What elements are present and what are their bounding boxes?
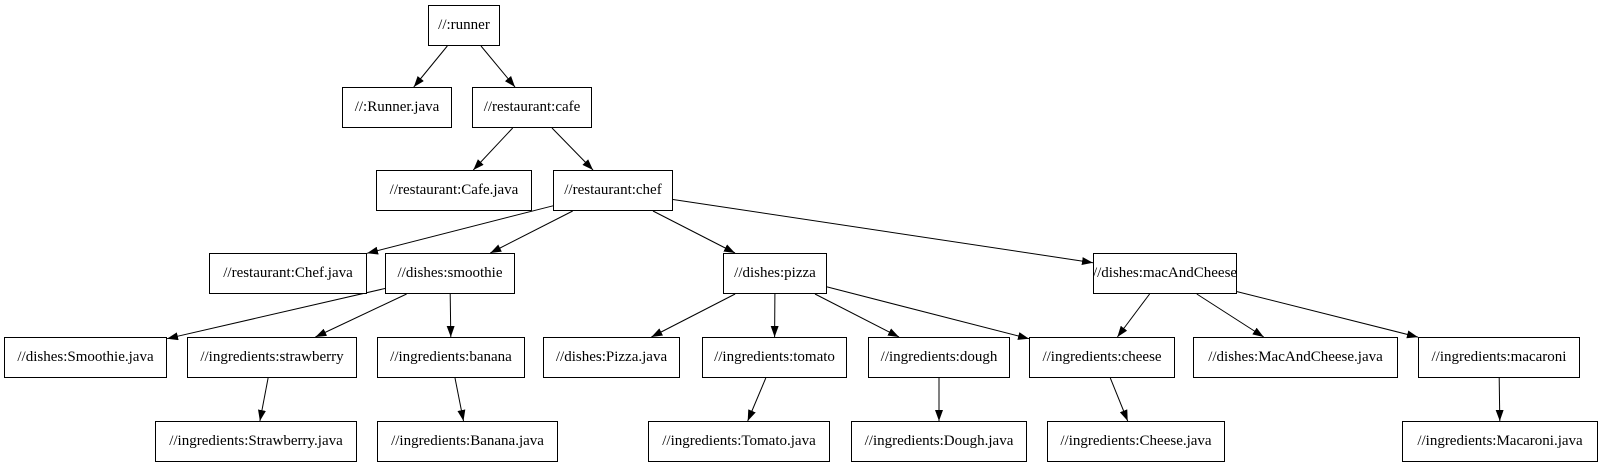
graph-node-macandcheese: //dishes:macAndCheese	[1093, 253, 1237, 294]
edge-smoothie-to-banana	[446, 293, 455, 338]
graph-node-macaroni_java: //ingredients:Macaroni.java	[1402, 421, 1598, 462]
edge-cafe-to-cafe_java	[472, 127, 514, 171]
edge-chef-to-macandcheese	[672, 199, 1094, 266]
edge-macandcheese-to-cheese	[1116, 293, 1151, 338]
edge-pizza-to-cheese	[826, 286, 1030, 340]
edge-macandcheese-to-macaroni	[1236, 291, 1419, 339]
graph-node-cafe: //restaurant:cafe	[472, 87, 592, 128]
graph-node-banana_java: //ingredients:Banana.java	[377, 421, 558, 462]
graph-node-macaroni: //ingredients:macaroni	[1418, 337, 1580, 378]
graph-node-strawberry_java: //ingredients:Strawberry.java	[155, 421, 357, 462]
graph-node-cheese_java: //ingredients:Cheese.java	[1047, 421, 1225, 462]
graph-node-banana: //ingredients:banana	[377, 337, 525, 378]
graph-node-chef_java: //restaurant:Chef.java	[209, 253, 367, 294]
graph-node-tomato_java: //ingredients:Tomato.java	[648, 421, 830, 462]
edge-chef-to-pizza	[652, 210, 736, 254]
graph-node-cheese: //ingredients:cheese	[1029, 337, 1175, 378]
graph-node-tomato: //ingredients:tomato	[702, 337, 847, 378]
graph-node-macandcheese_java: //dishes:MacAndCheese.java	[1193, 337, 1398, 378]
graph-node-chef: //restaurant:chef	[553, 170, 673, 211]
graph-node-pizza: //dishes:pizza	[723, 253, 827, 294]
edge-runner-to-cafe	[480, 45, 516, 88]
edge-tomato-to-tomato_java	[747, 377, 767, 422]
edge-macandcheese-to-macandcheese_java	[1196, 293, 1264, 338]
edge-chef-to-smoothie	[490, 210, 573, 254]
edge-pizza-to-pizza_java	[651, 293, 736, 338]
graph-node-dough_java: //ingredients:Dough.java	[851, 421, 1027, 462]
graph-node-pizza_java: //dishes:Pizza.java	[543, 337, 680, 378]
edge-smoothie-to-strawberry	[315, 293, 407, 338]
edge-cheese-to-cheese_java	[1109, 377, 1129, 422]
graph-node-runner_java: //:Runner.java	[342, 87, 452, 128]
graph-node-strawberry: //ingredients:strawberry	[187, 337, 357, 378]
graph-node-smoothie: //dishes:smoothie	[385, 253, 515, 294]
edge-runner-to-runner_java	[413, 45, 448, 88]
edge-smoothie-to-smoothie_java	[166, 288, 386, 341]
graph-node-cafe_java: //restaurant:Cafe.java	[376, 170, 532, 211]
edge-pizza-to-dough	[814, 293, 900, 338]
graph-node-runner: //:runner	[428, 5, 500, 46]
edge-strawberry-to-strawberry_java	[258, 377, 269, 422]
graph-node-smoothie_java: //dishes:Smoothie.java	[4, 337, 167, 378]
graph-node-dough: //ingredients:dough	[868, 337, 1010, 378]
edge-banana-to-banana_java	[454, 377, 466, 422]
edge-macaroni-to-macaroni_java	[1495, 377, 1504, 422]
edge-chef-to-chef_java	[366, 205, 554, 255]
edge-cafe-to-chef	[551, 127, 594, 171]
